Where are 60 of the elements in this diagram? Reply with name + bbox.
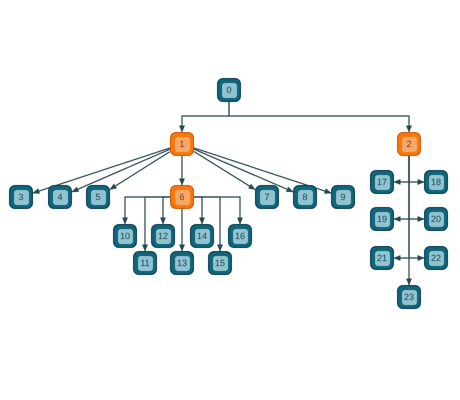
node-number: 3 <box>14 190 28 204</box>
node-number: 6 <box>174 190 190 204</box>
node-number: 13 <box>174 256 190 270</box>
node-box <box>48 185 72 209</box>
arrow <box>194 148 294 192</box>
node-number: 18 <box>428 174 444 190</box>
node-number: 5 <box>90 190 106 204</box>
node-number: 8 <box>298 190 312 204</box>
node-box <box>424 170 448 194</box>
arrow <box>194 196 243 225</box>
node-number: 4 <box>52 190 68 204</box>
node-box <box>217 78 241 102</box>
node-number: 0 <box>222 82 236 98</box>
node-number: 14 <box>194 228 210 244</box>
node-number: 10 <box>118 228 132 244</box>
node-box <box>424 207 448 231</box>
node-number: 21 <box>374 250 390 266</box>
node-box <box>397 285 421 309</box>
node-number: 23 <box>402 290 416 304</box>
arrow <box>109 151 170 190</box>
node-box <box>170 132 194 156</box>
node-box <box>151 224 175 248</box>
node-box <box>170 185 194 209</box>
arrow <box>32 147 170 194</box>
node-box <box>86 185 110 209</box>
node-box <box>133 251 157 275</box>
node-box <box>190 224 214 248</box>
node-number: 1 <box>174 136 190 152</box>
node-box <box>370 207 394 231</box>
node-box <box>293 185 317 209</box>
node-number: 9 <box>336 190 350 204</box>
arrow <box>179 156 185 186</box>
node-number: 22 <box>428 250 444 266</box>
node-box <box>170 251 194 275</box>
node-box <box>228 224 252 248</box>
node-number: 17 <box>374 174 390 190</box>
node-number: 11 <box>138 256 152 270</box>
node-box <box>9 185 33 209</box>
arrow <box>160 196 170 225</box>
arrow <box>228 102 412 133</box>
arrow <box>406 156 412 286</box>
node-box <box>331 185 355 209</box>
node-box <box>424 246 448 270</box>
node-box <box>370 170 394 194</box>
node-number: 19 <box>374 212 390 226</box>
node-number: 2 <box>402 136 416 152</box>
node-number: 12 <box>156 228 170 244</box>
node-box <box>397 132 421 156</box>
node-box <box>113 224 137 248</box>
node-number: 7 <box>260 190 274 204</box>
node-number: 20 <box>428 212 444 226</box>
node-box <box>370 246 394 270</box>
arrow <box>194 150 256 190</box>
node-box <box>255 185 279 209</box>
arrow <box>179 209 185 252</box>
node-number: 15 <box>212 256 228 270</box>
arrow <box>71 148 170 192</box>
arrow <box>194 147 332 194</box>
node-box <box>208 251 232 275</box>
node-number: 16 <box>232 228 248 244</box>
